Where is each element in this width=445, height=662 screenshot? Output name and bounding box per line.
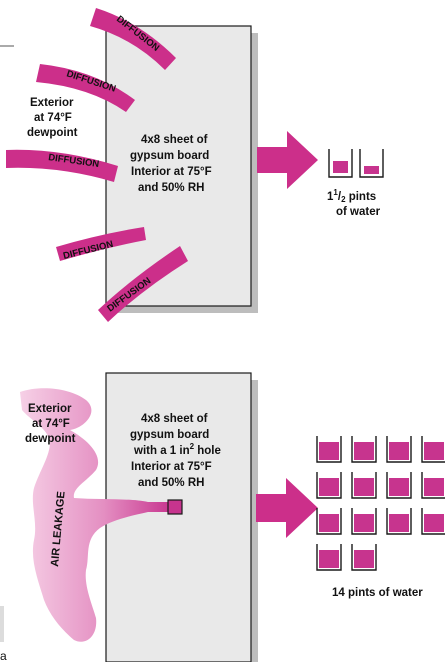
- wall-hole: [167, 499, 183, 515]
- svg-text:at 74°F: at 74°F: [34, 112, 72, 124]
- water-container: [421, 472, 445, 499]
- svg-text:4x8 sheet of: 4x8 sheet of: [141, 413, 208, 425]
- svg-text:Interior at 75°F: Interior at 75°F: [131, 166, 212, 178]
- gypsum-panel-top: [105, 25, 258, 313]
- exterior-label-bottom: Exterior at 74°F dewpoint: [25, 403, 76, 445]
- svg-text:gypsum board: gypsum board: [130, 150, 209, 162]
- water-container: [351, 472, 377, 499]
- result-arrow-bottom: [256, 478, 318, 538]
- edge-fragment: a: [0, 649, 7, 662]
- bottom-diagram: AIR LEAKAGE Exterior at 74°F dewpoint 4x…: [20, 372, 445, 662]
- gypsum-panel-bottom: [105, 372, 258, 662]
- water-container: [316, 472, 342, 499]
- svg-text:dewpoint: dewpoint: [25, 433, 76, 445]
- svg-text:Interior at 75°F: Interior at 75°F: [131, 461, 212, 473]
- svg-text:with a 1 in2 hole: with a 1 in2 hole: [133, 442, 221, 457]
- result-label-top: 11/2 pints of water: [327, 188, 381, 218]
- panel-label-top: 4x8 sheet of gypsum board Interior at 75…: [130, 134, 212, 194]
- water-container: [351, 544, 377, 571]
- water-container: [386, 472, 412, 499]
- water-container: [386, 436, 412, 463]
- water-container: [316, 544, 342, 571]
- result-label-bottom: 14 pints of water: [332, 587, 423, 599]
- water-container: [351, 436, 377, 463]
- water-container: [421, 436, 445, 463]
- svg-text:gypsum board: gypsum board: [130, 429, 209, 441]
- water-containers-bottom: [316, 436, 445, 571]
- water-container: [351, 508, 377, 535]
- svg-text:and 50% RH: and 50% RH: [138, 477, 204, 489]
- exterior-label-top: Exterior at 74°F dewpoint: [27, 97, 78, 139]
- top-diagram: DIFFUSION DIFFUSION DIFFUSION DIFFUSION …: [6, 8, 384, 322]
- water-container: [421, 508, 445, 535]
- svg-text:Exterior: Exterior: [30, 97, 74, 109]
- svg-text:4x8 sheet of: 4x8 sheet of: [141, 134, 208, 146]
- water-container: [328, 149, 353, 178]
- svg-text:of water: of water: [336, 206, 381, 218]
- water-container: [386, 508, 412, 535]
- water-container: [316, 436, 342, 463]
- water-container: [359, 149, 384, 178]
- result-arrow-top: [257, 131, 318, 189]
- svg-text:11/2 pints: 11/2 pints: [327, 188, 376, 204]
- diffusion-band-3: DIFFUSION: [6, 149, 118, 182]
- edge-box: [0, 606, 4, 642]
- svg-text:at 74°F: at 74°F: [32, 418, 70, 430]
- svg-text:dewpoint: dewpoint: [27, 127, 78, 139]
- svg-text:and 50% RH: and 50% RH: [138, 182, 204, 194]
- water-container: [316, 508, 342, 535]
- panel-label-bottom: 4x8 sheet of gypsum board with a 1 in2 h…: [130, 413, 221, 489]
- air-leakage-cloud: AIR LEAKAGE: [20, 388, 183, 642]
- svg-text:Exterior: Exterior: [28, 403, 72, 415]
